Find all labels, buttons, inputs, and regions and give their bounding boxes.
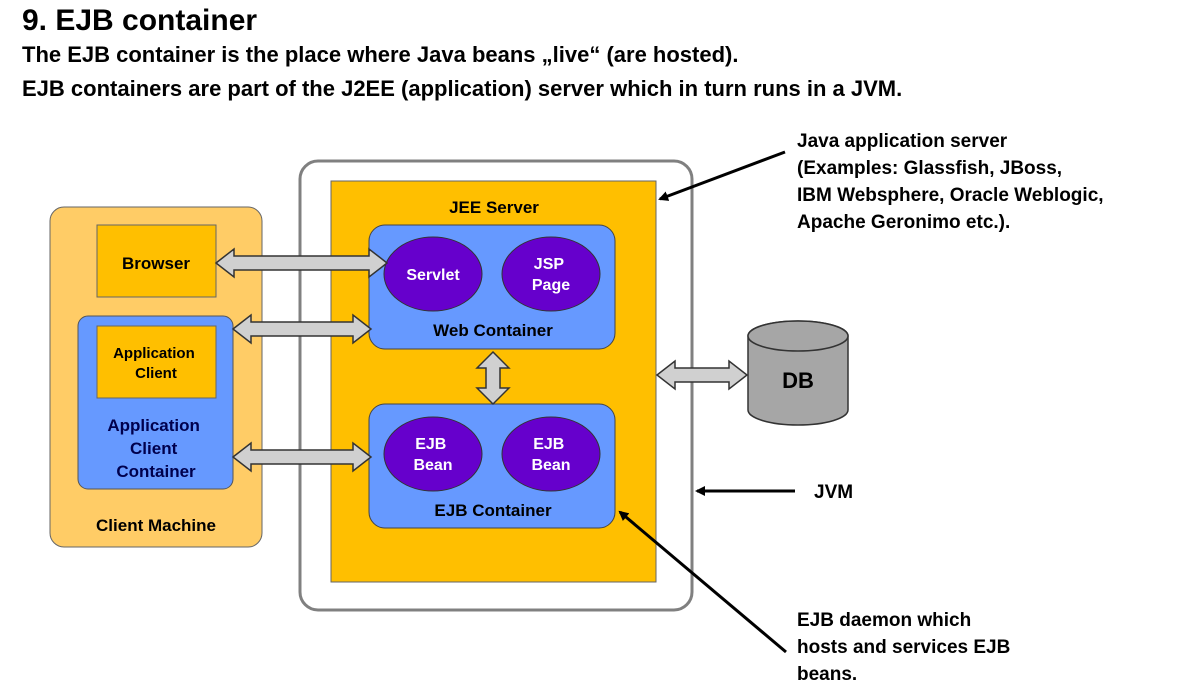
- arrow-app-server-annotation: [658, 150, 786, 201]
- ejb-bean-1-ellipse: [383, 416, 483, 492]
- application-client-container-label: Application Client Container: [107, 416, 204, 481]
- client-machine-label: Client Machine: [96, 516, 216, 535]
- app-server-annotation: Java application server (Examples: Glass…: [797, 131, 1109, 233]
- servlet-label: Servlet: [406, 267, 460, 284]
- arrow-jeeserver-db: [655, 359, 749, 391]
- db-label: DB: [782, 368, 814, 393]
- browser-box: [96, 224, 217, 298]
- application-client-box: [96, 325, 217, 399]
- jee-server-label: JEE Server: [449, 198, 539, 217]
- subtitle-line-2: EJB containers are part of the J2EE (app…: [22, 76, 903, 101]
- arrow-appclient-webcontainer: [231, 313, 373, 345]
- arrow-browser-servlet: [214, 247, 389, 279]
- db-cylinder-top: [747, 320, 849, 352]
- subtitle-line-1: The EJB container is the place where Jav…: [22, 42, 739, 67]
- arrow-web-ejb: [475, 350, 511, 406]
- jvm-annotation: JVM: [814, 482, 853, 503]
- arrow-appclient-ejbcontainer: [231, 441, 373, 473]
- web-container-label: Web Container: [433, 321, 553, 340]
- jsp-page-ellipse: [501, 236, 601, 312]
- jsp-page-label: JSP Page: [532, 256, 570, 294]
- ejb-daemon-annotation: EJB daemon which hosts and services EJB …: [797, 610, 1016, 685]
- ejb-bean-2-ellipse: [501, 416, 601, 492]
- servlet-ellipse: [383, 236, 483, 312]
- arrow-ejb-daemon-annotation: [618, 510, 787, 654]
- application-client-label: Application Client: [113, 345, 199, 382]
- ejb-bean-2-label: EJB Bean: [531, 436, 570, 474]
- browser-label: Browser: [122, 254, 190, 273]
- ejb-container-label: EJB Container: [434, 501, 552, 520]
- page-title: 9. EJB container: [22, 4, 258, 37]
- ejb-bean-1-label: EJB Bean: [413, 436, 452, 474]
